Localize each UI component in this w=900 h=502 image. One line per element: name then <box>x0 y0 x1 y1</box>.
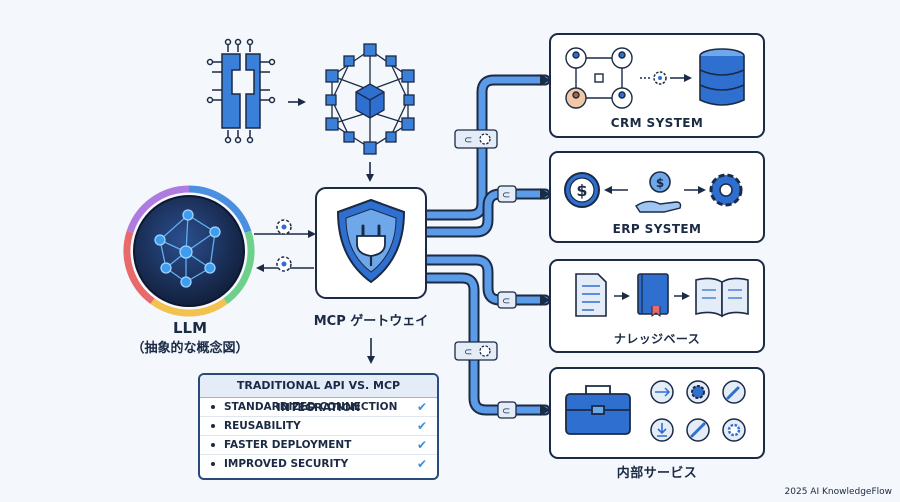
plug-gear-badge-icon: ⊂ <box>454 341 498 361</box>
comparison-item: FASTER DEPLOYMENT ✔ <box>200 436 437 455</box>
plug-badge-icon: ⊂ <box>497 291 517 309</box>
pipe-arrowheads <box>540 74 550 416</box>
llm-ring-segment <box>188 185 252 234</box>
connector-badges: ⊂ ⊂ ⊂ ⊂ ⊂ <box>454 129 517 419</box>
comparison-item-label: FASTER DEPLOYMENT <box>224 439 352 451</box>
database-icon <box>699 48 745 106</box>
bullet-icon <box>211 462 215 466</box>
comparison-item: REUSABILITY ✔ <box>200 417 437 436</box>
plug-gear-badge-icon: ⊂ <box>454 129 498 149</box>
gear-icon <box>653 71 667 85</box>
llm-title: LLM <box>172 319 208 337</box>
svg-text:⊂: ⊂ <box>464 347 472 358</box>
wrench-icon <box>722 380 746 404</box>
system-box-erp: $ $ <box>549 151 765 243</box>
bullet-icon <box>211 405 215 409</box>
cable-icon <box>650 380 674 404</box>
checkmark-icon: ✔ <box>416 457 427 471</box>
crm-label: CRM SYSTEM <box>610 116 704 130</box>
svg-text:⊂: ⊂ <box>502 296 510 307</box>
screwdriver-icon <box>686 418 710 442</box>
system-box-internal <box>549 367 765 459</box>
svg-text:⊂: ⊂ <box>464 135 472 146</box>
network-cube-icon <box>325 43 415 155</box>
llm-ring-segment <box>223 230 255 304</box>
gear-icon <box>709 173 743 207</box>
svg-text:⊂: ⊂ <box>502 190 510 201</box>
llm-ring-segment <box>150 298 228 317</box>
gear-icon <box>276 219 292 235</box>
svg-text:⊂: ⊂ <box>502 406 510 417</box>
gateway-label: MCP ゲートウェイ <box>313 314 429 329</box>
toolbox-icon <box>565 385 631 435</box>
comparison-title: TRADITIONAL API VS. MCP INTEGRATION <box>200 375 437 414</box>
footer-credit: 2025 AI KnowledgeFlow <box>784 487 892 497</box>
system-box-crm <box>549 33 765 138</box>
comparison-item: IMPROVED SECURITY ✔ <box>200 455 437 473</box>
system-box-kb <box>549 259 765 353</box>
llm-label: LLM （抽象的な概念図） <box>120 319 260 356</box>
checkmark-icon: ✔ <box>416 419 427 433</box>
neural-network-icon <box>154 209 221 288</box>
checkmark-icon: ✔ <box>416 438 427 452</box>
plug-badge-icon: ⊂ <box>497 401 517 419</box>
download-icon <box>650 418 674 442</box>
book-icon <box>637 273 669 317</box>
svg-text:$: $ <box>656 176 664 190</box>
people-network-icon <box>565 47 633 109</box>
shield-plug-icon <box>336 198 406 284</box>
comparison-item: STANDARDIZED CONNECTION ✔ <box>200 398 437 417</box>
hand-coin-icon: $ <box>635 171 682 213</box>
comparison-item-label: REUSABILITY <box>224 420 301 432</box>
dollar-coin-icon: $ <box>564 172 600 208</box>
checkmark-icon: ✔ <box>416 400 427 414</box>
erp-label: ERP SYSTEM <box>612 222 702 236</box>
bullet-icon <box>211 443 215 447</box>
llm-node <box>123 185 255 317</box>
kb-label: ナレッジベース <box>613 332 701 346</box>
document-icon <box>575 273 607 317</box>
comparison-panel: TRADITIONAL API VS. MCP INTEGRATION STAN… <box>198 373 439 480</box>
llm-subtitle: （抽象的な概念図） <box>131 341 249 356</box>
llm-ring-segment <box>123 230 155 304</box>
svg-text:$: $ <box>576 181 587 200</box>
llm-ring-segment <box>126 185 190 234</box>
gateway-box <box>315 187 427 299</box>
gear-icon <box>686 380 710 404</box>
open-book-icon <box>695 277 749 318</box>
chip-split-icon <box>206 38 276 144</box>
plug-badge-icon: ⊂ <box>497 185 517 203</box>
bullet-icon <box>211 424 215 428</box>
gear-icon <box>276 256 292 272</box>
settings-icon <box>722 418 746 442</box>
comparison-item-label: IMPROVED SECURITY <box>224 458 349 470</box>
comparison-item-label: STANDARDIZED CONNECTION <box>224 401 398 413</box>
internal-label: 内部サービス <box>616 466 698 481</box>
